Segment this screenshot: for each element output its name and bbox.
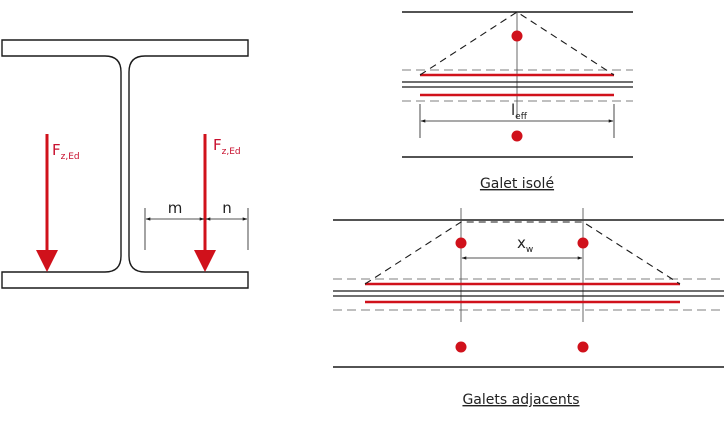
svg-text:Fz,Ed: Fz,Ed: [213, 136, 241, 157]
xw-subscript: w: [526, 245, 533, 255]
xw-symbol: x: [517, 234, 526, 252]
dim-n-label: n: [222, 199, 232, 217]
force-right-symbol: F: [213, 136, 222, 154]
caption-galets-adjacents: Galets adjacents: [462, 392, 579, 408]
force-arrow-right: Fz,Ed: [194, 134, 241, 272]
galet-left-top-point: [455, 237, 467, 249]
ibeam-section: Fz,Ed Fz,Ed m n: [1, 39, 249, 289]
galet-bottom-point: [511, 130, 523, 142]
galets-adjacents-diagram: xw Galets adjacents: [333, 208, 724, 408]
force-arrow-left: Fz,Ed: [36, 134, 80, 272]
galet-right-bottom-point: [577, 341, 589, 353]
force-right-subscript: z,Ed: [222, 147, 241, 157]
dimension-m-n: [144, 208, 249, 250]
dim-m-label: m: [168, 199, 183, 217]
svg-text:leff: leff: [511, 101, 528, 122]
svg-text:xw: xw: [517, 234, 533, 255]
force-left-subscript: z,Ed: [61, 152, 80, 162]
galet-right-top-point: [577, 237, 589, 249]
leff-symbol: l: [511, 101, 515, 119]
ibeam-outline: [1, 39, 249, 289]
caption-galet-isole: Galet isolé: [480, 176, 554, 192]
force-left-symbol: F: [52, 141, 61, 159]
galet-left-bottom-point: [455, 341, 467, 353]
galet-isole-diagram: leff Galet isolé: [402, 11, 633, 192]
svg-text:Fz,Ed: Fz,Ed: [52, 141, 80, 162]
galet-top-point: [511, 30, 523, 42]
leff-subscript: eff: [515, 112, 528, 122]
